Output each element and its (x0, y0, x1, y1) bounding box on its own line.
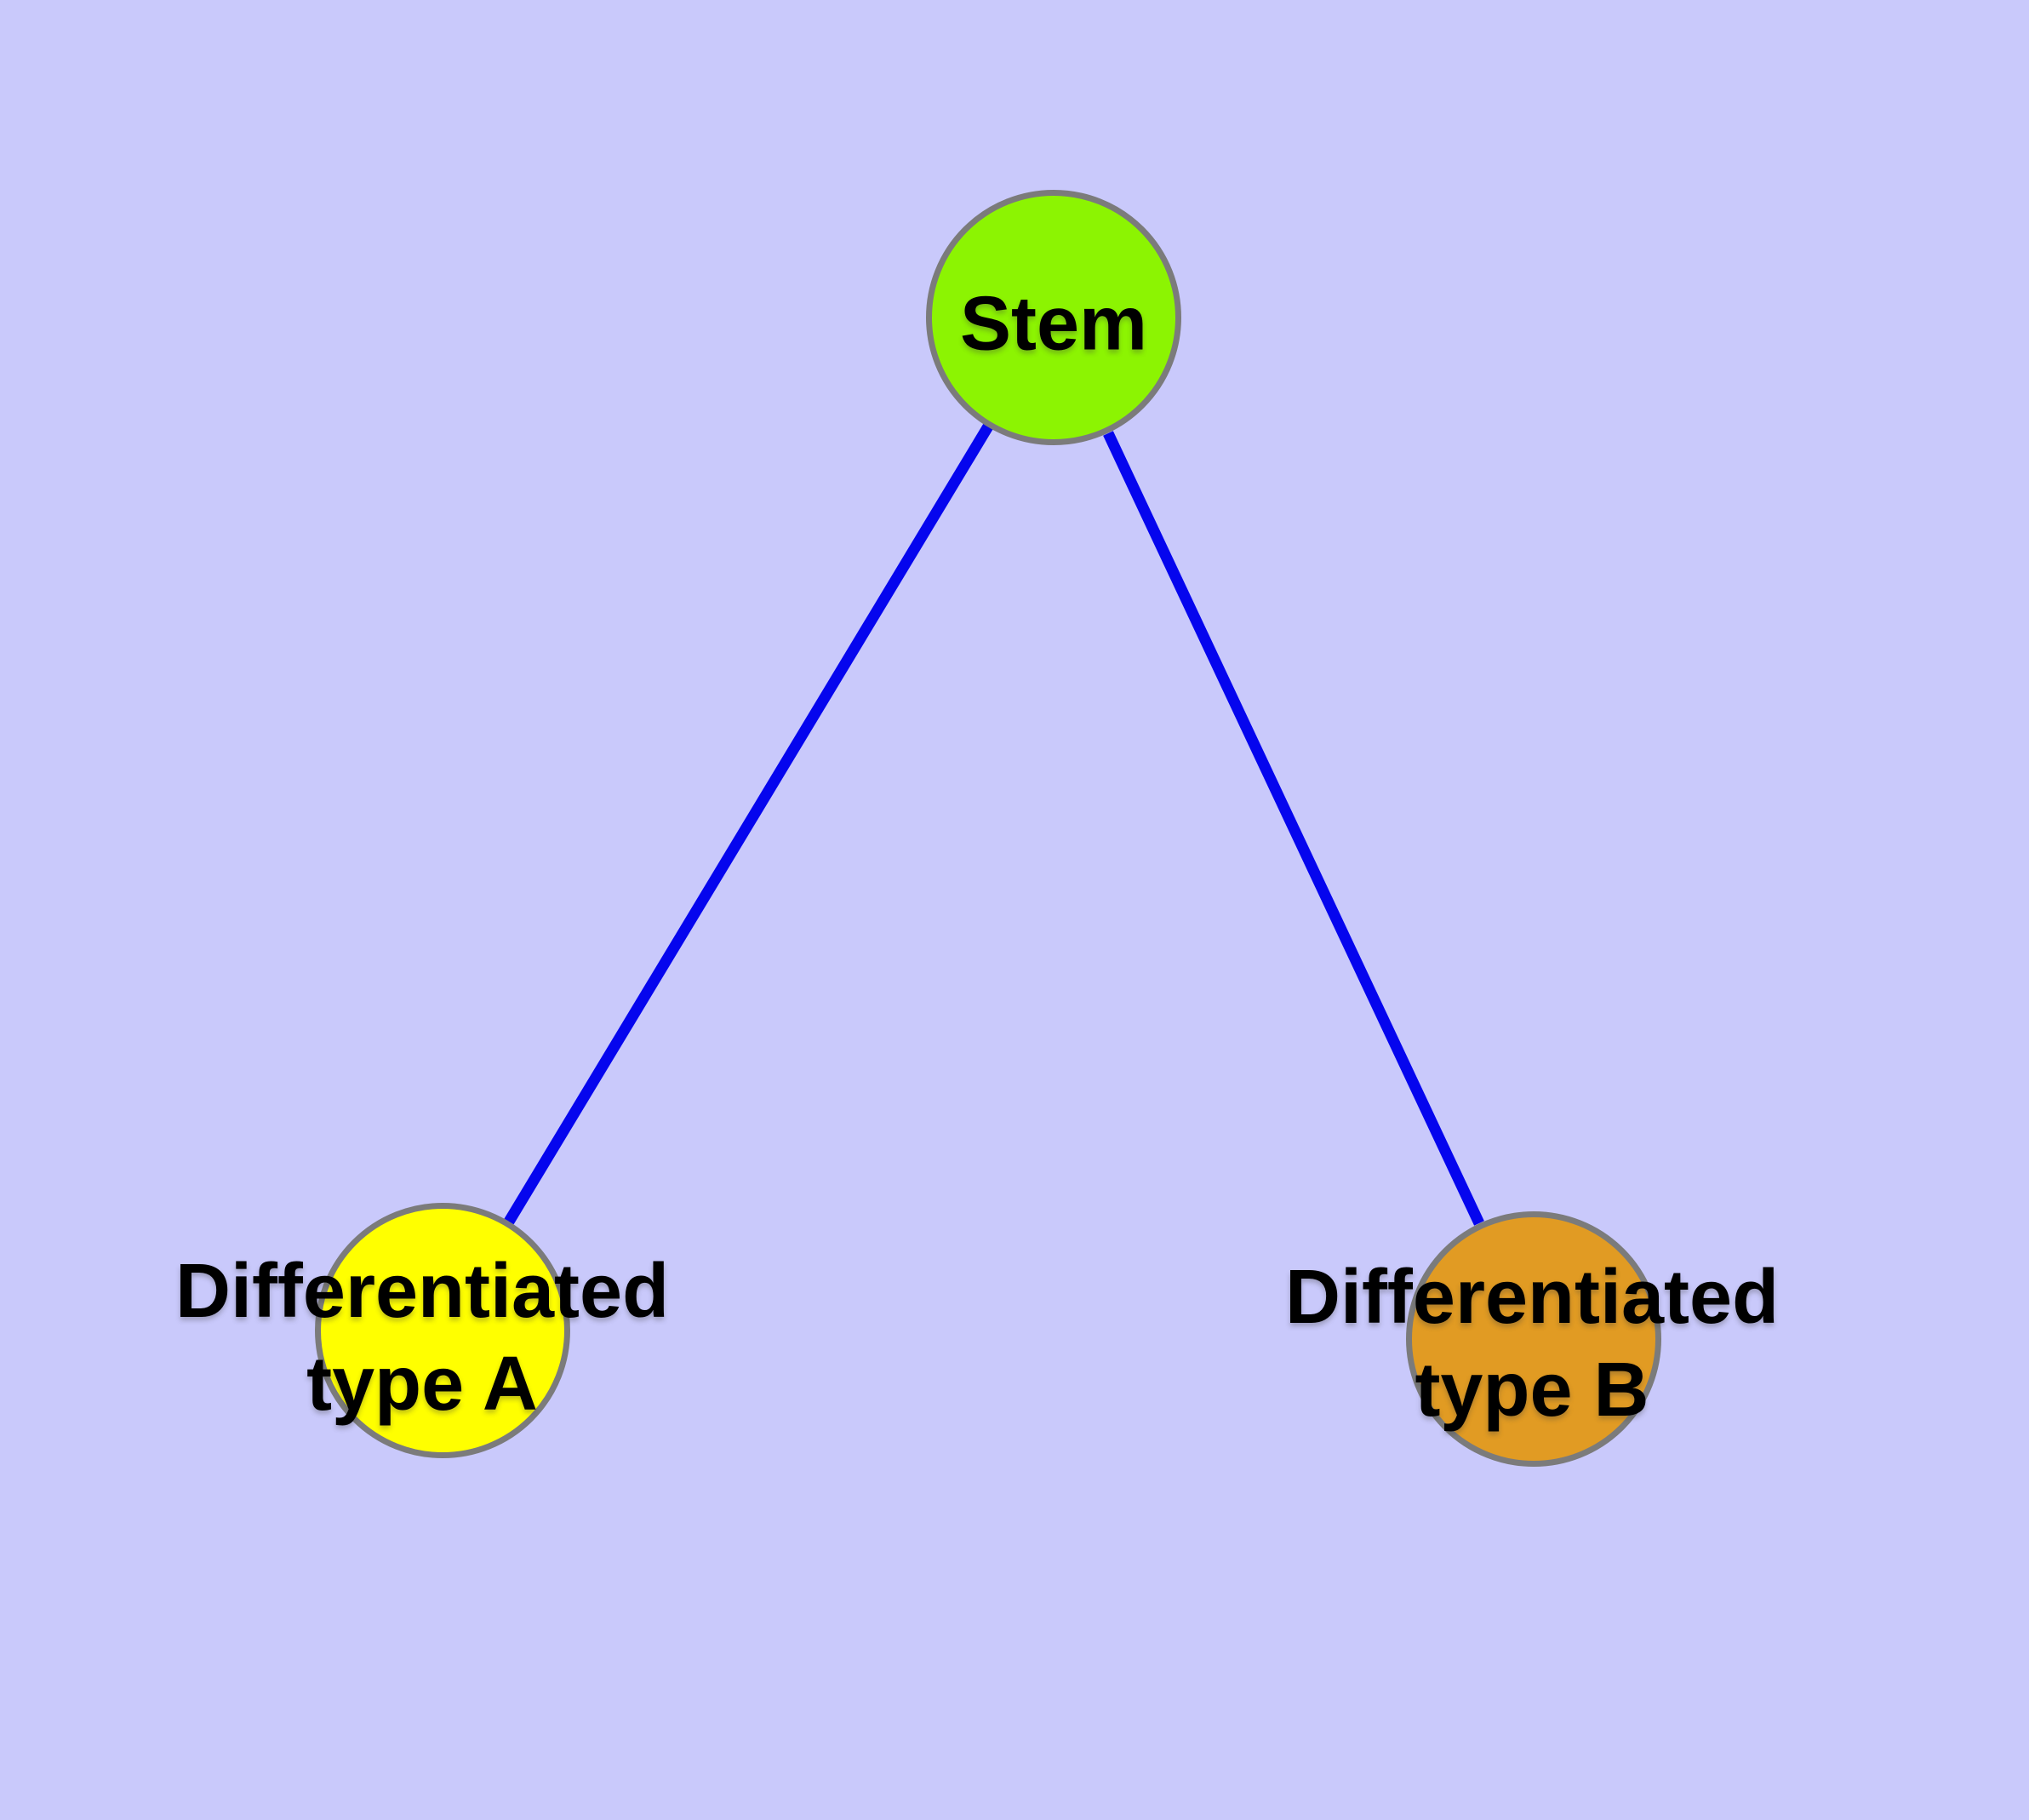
node-stem-label: Stem (959, 281, 1148, 367)
node-differentiated-type-b-circle (1406, 1211, 1661, 1467)
node-differentiated-type-a-label: Differentiated type A (174, 1249, 670, 1427)
edge-stem-to-type-b (1103, 431, 1484, 1226)
edge-stem-to-type-a (504, 423, 993, 1225)
node-differentiated-type-b-label: Differentiated type B (1284, 1255, 1780, 1433)
node-differentiated-type-a-circle (315, 1203, 570, 1458)
node-stem-circle (926, 190, 1181, 445)
